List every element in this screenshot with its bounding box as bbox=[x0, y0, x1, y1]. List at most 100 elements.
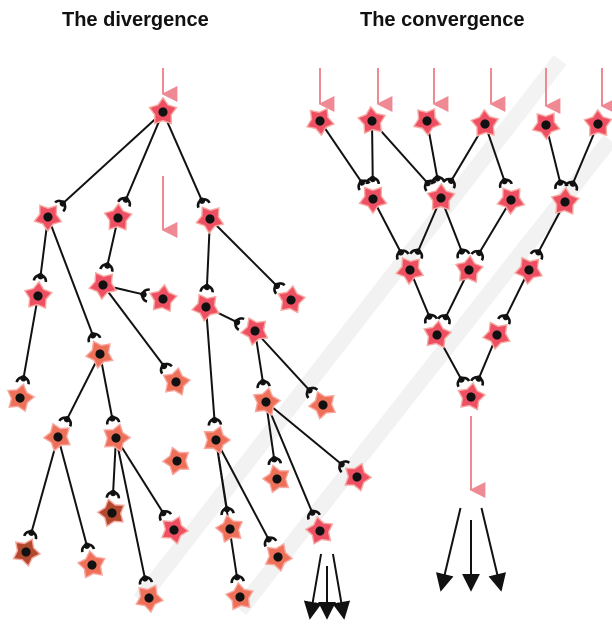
neuron-icon bbox=[33, 204, 63, 233]
synapse-icon bbox=[207, 416, 223, 426]
output-arrows bbox=[303, 507, 507, 620]
synapse-icon bbox=[140, 288, 151, 303]
neuron-icon bbox=[513, 256, 544, 286]
output-arrow-icon bbox=[331, 553, 351, 620]
neuron-icon bbox=[305, 107, 336, 137]
axon-line bbox=[265, 401, 314, 513]
synapse-icon bbox=[305, 386, 319, 399]
neuron-icon bbox=[550, 186, 580, 215]
neuron-icon bbox=[358, 186, 388, 215]
synapse-icon bbox=[267, 456, 283, 466]
watermark bbox=[133, 55, 612, 615]
neuron-icon bbox=[304, 515, 334, 545]
axon-line bbox=[22, 295, 39, 379]
axon-line bbox=[30, 436, 59, 534]
synapse-icon bbox=[365, 175, 381, 185]
neuron-icon bbox=[203, 425, 232, 455]
synapse-icon bbox=[470, 375, 485, 387]
axon-line bbox=[66, 353, 101, 420]
neuron-icon bbox=[190, 293, 220, 323]
neuron-icon bbox=[583, 108, 612, 137]
neuron-icon bbox=[195, 206, 225, 235]
synapse-marks bbox=[15, 175, 579, 585]
axon-line bbox=[265, 401, 343, 466]
axon-line bbox=[215, 439, 270, 540]
neuron-icon bbox=[76, 549, 106, 579]
synapse-icon bbox=[99, 262, 114, 272]
axon-line bbox=[162, 111, 203, 202]
synapse-icon bbox=[338, 460, 351, 474]
axon-line bbox=[209, 218, 278, 287]
synapse-icon bbox=[395, 249, 410, 261]
neuron-icon bbox=[148, 96, 178, 125]
output-arrow-icon bbox=[435, 507, 462, 592]
synapse-icon bbox=[423, 313, 438, 324]
neuron-icon bbox=[6, 383, 36, 413]
synapse-icon bbox=[117, 196, 132, 208]
synapse-icon bbox=[442, 177, 456, 189]
neuron-icon bbox=[481, 321, 511, 351]
synapse-icon bbox=[58, 416, 72, 427]
axon-line bbox=[372, 198, 402, 253]
synapse-icon bbox=[233, 317, 245, 331]
axon-line bbox=[319, 120, 363, 184]
synapse-icon bbox=[256, 379, 271, 389]
axon-line bbox=[47, 216, 94, 336]
neuron-cells bbox=[6, 96, 612, 614]
synapse-icon bbox=[138, 575, 154, 585]
axon-line bbox=[99, 353, 114, 419]
synapse-icon bbox=[105, 489, 121, 499]
axon-line bbox=[205, 306, 216, 421]
neuron-icon bbox=[496, 187, 526, 216]
neuron-icon bbox=[531, 112, 561, 141]
neuron-icon bbox=[42, 422, 71, 452]
neuron-icon bbox=[161, 446, 190, 476]
output-arrow-icon bbox=[480, 507, 507, 592]
neuron-icon bbox=[457, 381, 487, 411]
neuron-icon bbox=[96, 498, 125, 528]
axon-connections bbox=[22, 111, 599, 579]
synapse-icon bbox=[456, 248, 471, 259]
axon-line bbox=[62, 111, 164, 205]
synapse-icon bbox=[158, 509, 173, 522]
axon-line bbox=[478, 199, 512, 254]
neuron-icon bbox=[423, 319, 453, 349]
neuron-icon bbox=[160, 515, 190, 545]
synapse-icon bbox=[159, 362, 173, 375]
synapse-icon bbox=[105, 415, 121, 425]
synapse-icon bbox=[263, 536, 278, 548]
synapse-icon bbox=[220, 506, 235, 516]
neuron-icon bbox=[344, 462, 373, 492]
neuron-icon bbox=[252, 386, 282, 417]
axon-line bbox=[371, 120, 374, 180]
neuron-icon bbox=[264, 542, 294, 573]
axon-line bbox=[57, 436, 88, 546]
synapse-icon bbox=[431, 175, 446, 185]
synapse-icon bbox=[54, 199, 67, 213]
neuron-icon bbox=[426, 182, 456, 211]
neuron-icon bbox=[454, 254, 485, 284]
axon-line bbox=[102, 284, 165, 367]
neuron-icon bbox=[224, 581, 254, 611]
synapse-icon bbox=[423, 179, 437, 192]
synapse-icon bbox=[306, 509, 321, 521]
synapse-icon bbox=[409, 248, 424, 260]
synapse-icon bbox=[456, 376, 471, 388]
neuron-icon bbox=[470, 108, 500, 137]
synapse-icon bbox=[498, 177, 514, 189]
neuron-icon bbox=[103, 423, 132, 453]
axon-line bbox=[115, 437, 146, 579]
neuron-icon bbox=[84, 340, 114, 370]
neuron-icon bbox=[12, 538, 42, 568]
synapse-icon bbox=[199, 283, 214, 293]
input-arrows bbox=[161, 68, 612, 498]
neuron-icon bbox=[412, 107, 442, 137]
neuron-icon bbox=[162, 366, 192, 396]
synapse-icon bbox=[23, 529, 38, 540]
neuron-icon bbox=[103, 202, 133, 231]
synapse-icon bbox=[80, 542, 96, 553]
synapse-icon bbox=[196, 197, 211, 209]
neuron-icon bbox=[239, 317, 269, 347]
synapse-icon bbox=[273, 282, 286, 295]
